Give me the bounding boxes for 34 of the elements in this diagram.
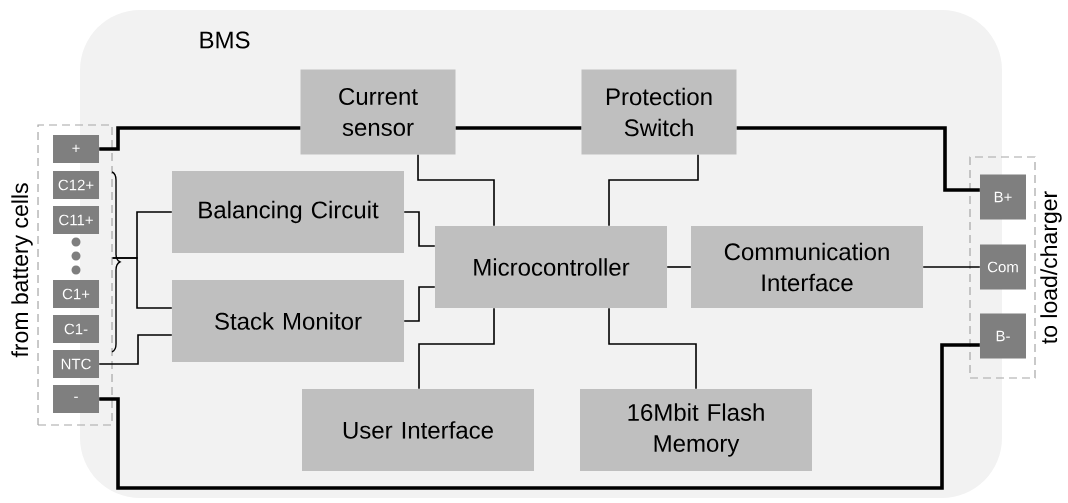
node-label: from battery cells bbox=[11, 183, 33, 358]
connector-line bbox=[736, 126, 980, 192]
block: Current sensor bbox=[300, 69, 456, 155]
block: User Interface bbox=[302, 389, 534, 471]
node-label: to load/charger bbox=[1040, 191, 1062, 344]
connector-line bbox=[99, 343, 980, 490]
pin-box: NTC bbox=[53, 350, 99, 378]
connector-line bbox=[608, 153, 699, 227]
pin-box: B+ bbox=[980, 174, 1026, 220]
connector-line bbox=[99, 126, 301, 151]
connector-line bbox=[455, 126, 582, 130]
connector-line bbox=[922, 266, 981, 268]
connector-line bbox=[403, 211, 436, 247]
block: Balancing Circuit bbox=[172, 171, 404, 253]
block: Stack Monitor bbox=[172, 280, 404, 362]
connector-line bbox=[418, 307, 495, 390]
connector-line bbox=[608, 307, 697, 390]
pin-box: B- bbox=[980, 313, 1026, 359]
pin-box: C11+ bbox=[53, 206, 99, 234]
pin-box: Com bbox=[980, 244, 1026, 290]
connector-line bbox=[666, 266, 692, 268]
connector-line bbox=[417, 153, 495, 227]
block: 16Mbit Flash Memory bbox=[580, 389, 812, 471]
pin-box: + bbox=[53, 135, 99, 163]
block: Protection Switch bbox=[581, 69, 737, 155]
pin-box: C1- bbox=[53, 315, 99, 343]
block: Microcontroller bbox=[435, 226, 667, 308]
connector-line bbox=[403, 286, 436, 322]
pin-box: - bbox=[53, 385, 99, 413]
pin-box: C1+ bbox=[53, 280, 99, 308]
pin-box: C12+ bbox=[53, 171, 99, 199]
connector-line bbox=[111, 257, 173, 309]
block: Communication Interface bbox=[691, 226, 923, 308]
connector-line bbox=[98, 334, 173, 365]
